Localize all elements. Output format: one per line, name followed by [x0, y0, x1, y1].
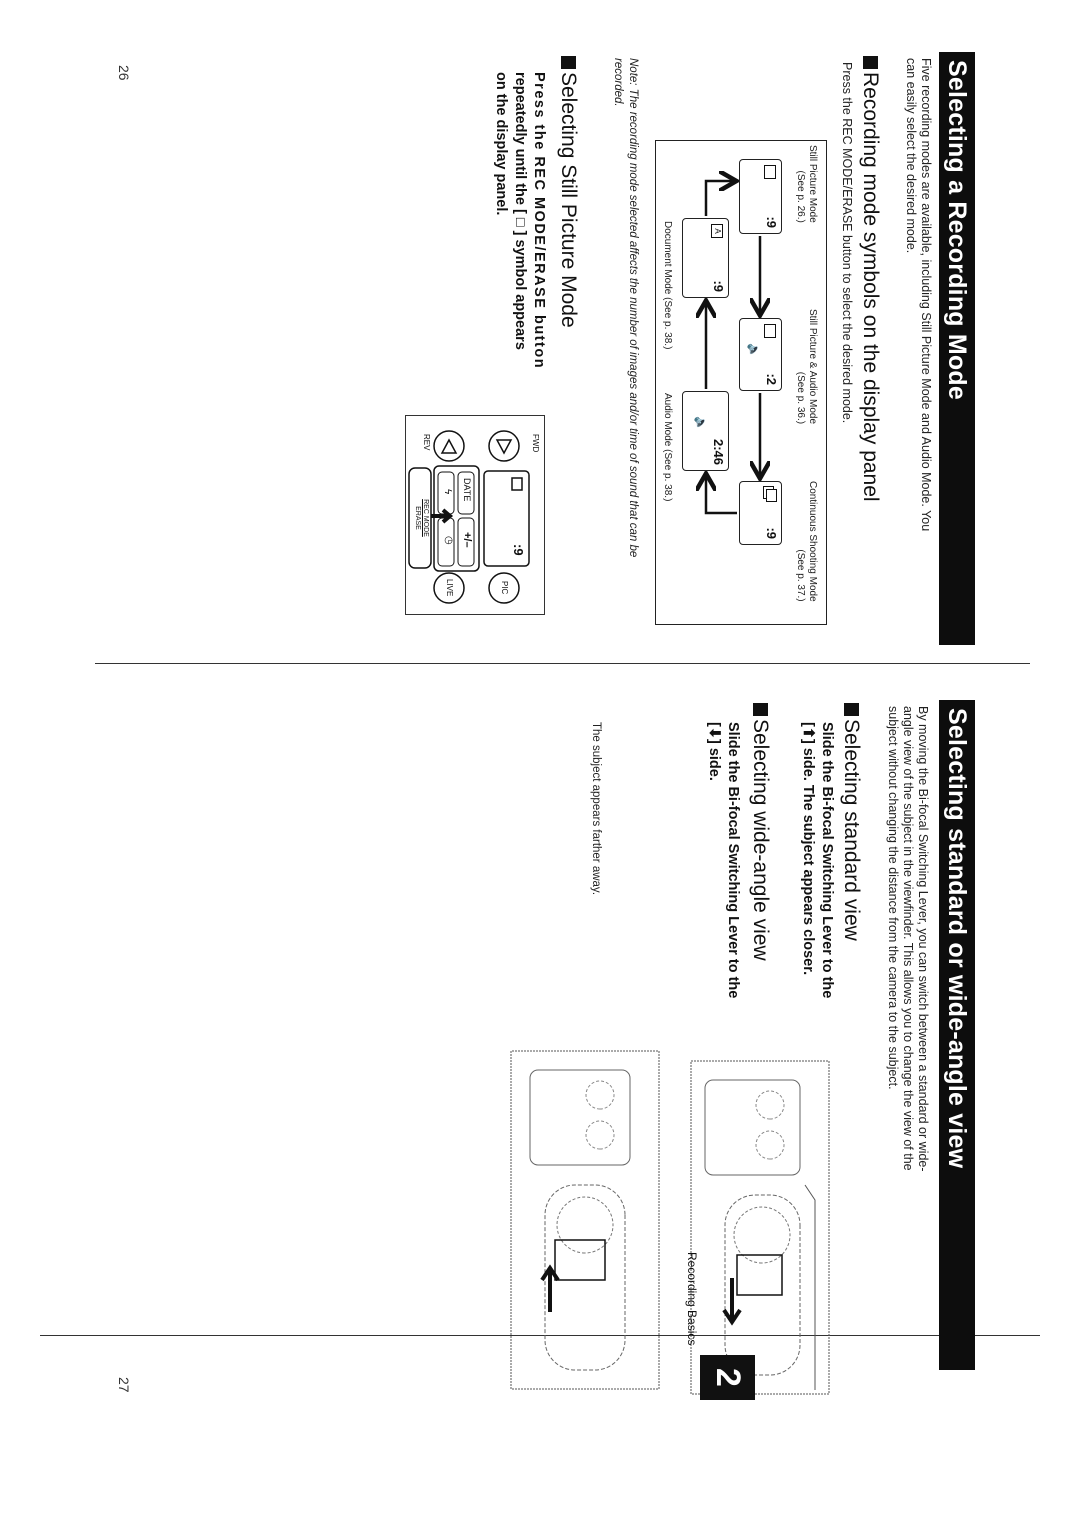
bullet-square-icon — [753, 703, 768, 716]
instruction-text: Slide the Bi-focal Switching Lever to th… — [706, 722, 741, 999]
bullet-square-icon — [561, 56, 576, 69]
live-button[interactable]: LIVE — [445, 579, 454, 597]
page-number: 26 — [116, 65, 132, 81]
rev-triangle-icon — [440, 438, 458, 454]
self-timer-button[interactable]: ◷ — [443, 536, 454, 545]
arrow — [704, 181, 734, 216]
slide-arrow-icon — [722, 1278, 742, 1326]
slide-arrow-icon — [540, 1264, 560, 1312]
heading-text: Recording mode symbols on the display pa… — [859, 72, 882, 502]
bifocal-lever — [554, 1239, 606, 1281]
rev-label: REV — [422, 434, 431, 451]
bullet-square-icon — [863, 56, 878, 69]
intro-line: Five recording modes are available, incl… — [919, 58, 933, 532]
left-intro: Five recording modes are available, incl… — [903, 58, 933, 658]
recording-mode-diagram: Still Picture Mode(See p. 26.) Still Pic… — [655, 140, 827, 625]
camera-control-panel-illustration: FWD REV :9 DATE +/– ϟ ◷ PIC LIVE REC MOD… — [405, 415, 545, 615]
intro-line: can easily select the desired mode. — [904, 58, 918, 254]
note: Note: The recording mode selected affect… — [612, 58, 639, 558]
section-heading: Selecting wide-angle view — [748, 703, 772, 961]
plus-minus-button[interactable]: +/– — [461, 532, 473, 548]
page-number: 27 — [116, 1377, 132, 1393]
bullet-square-icon — [844, 703, 859, 716]
date-button[interactable]: DATE — [462, 478, 472, 502]
instruction-text: Slide the Bi-focal Switching Lever to th… — [800, 722, 835, 999]
pic-button[interactable]: PIC — [500, 581, 509, 595]
arrow — [706, 476, 737, 515]
fwd-triangle-icon — [495, 439, 513, 455]
flash-button[interactable]: ϟ — [442, 489, 453, 495]
panel-display: :9 — [511, 544, 526, 556]
chapter-number-badge: 2 — [700, 1355, 755, 1400]
bifocal-lever — [736, 1254, 783, 1296]
heading-text: Selecting wide-angle view — [749, 719, 772, 961]
heading-text: Selecting standard view — [840, 719, 863, 941]
right-intro: By moving the Bi-focal Switching Lever, … — [886, 706, 930, 1172]
result-text: The subject appears farther away. — [590, 722, 602, 896]
section-text: Press the REC MODE/ERASE button to selec… — [840, 62, 854, 424]
left-page-title: Selecting a Recording Mode — [939, 52, 975, 645]
right-page-title: Selecting standard or wide-angle view — [939, 700, 975, 1370]
section-heading: Recording mode symbols on the display pa… — [858, 56, 882, 502]
camera-standard-view-illustration — [690, 1060, 830, 1395]
camera-wide-view-illustration — [510, 1050, 660, 1390]
fwd-label: FWD — [531, 434, 540, 453]
section-heading: Selecting standard view — [839, 703, 863, 941]
page-divider — [95, 663, 1030, 664]
mode-cycle-arrows — [654, 141, 826, 515]
heading-text: Selecting Still Picture Mode — [557, 72, 580, 328]
press-arrow-icon — [431, 508, 454, 524]
section-heading: Selecting Still Picture Mode — [556, 56, 580, 328]
instruction-text: Press the REC MODE/ERASE button repeated… — [493, 72, 547, 370]
chapter-label: Recording Basics — [685, 1252, 699, 1346]
